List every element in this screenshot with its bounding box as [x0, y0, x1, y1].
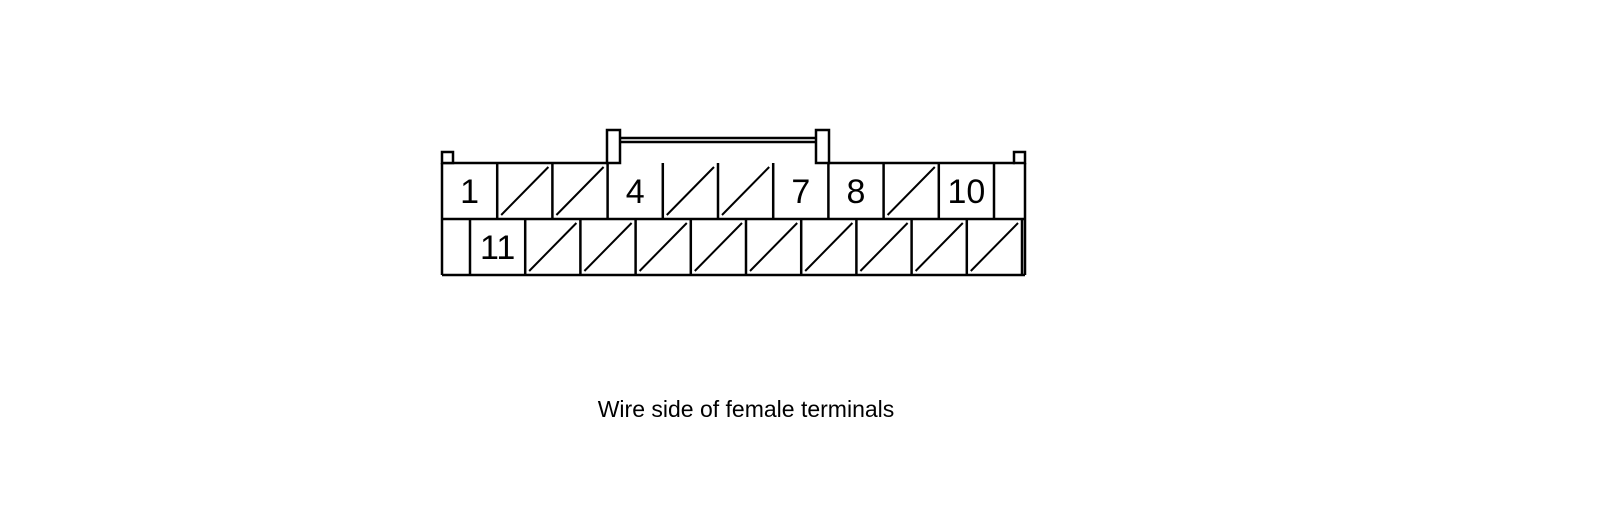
empty-cavity-slash	[666, 166, 715, 216]
left-corner-tab	[440, 150, 455, 165]
empty-cavity-slash	[859, 222, 909, 272]
terminal-number: 8	[847, 173, 866, 211]
empty-cavity-slash	[886, 166, 936, 216]
terminal-number: 1	[460, 173, 479, 211]
empty-cavity-slash	[749, 222, 798, 272]
empty-cavity-slash	[555, 166, 605, 216]
empty-cavity-slash	[583, 222, 633, 272]
empty-cavity-slash	[694, 222, 743, 272]
terminal-number: 7	[791, 173, 810, 211]
connector-housing	[440, 161, 1027, 277]
diagram-caption: Wire side of female terminals	[597, 396, 895, 422]
corner-tabs	[440, 150, 1027, 165]
empty-cavity-slash	[638, 222, 688, 272]
empty-cavity-slash	[970, 222, 1019, 272]
empty-cavity-slash	[804, 222, 854, 272]
locking-tab	[605, 128, 831, 165]
terminal-number: 10	[947, 173, 985, 211]
locking-tab-right-post	[814, 128, 831, 165]
right-corner-tab	[1012, 150, 1027, 165]
empty-cavity-slash	[914, 222, 964, 272]
terminal-number: 11	[480, 229, 515, 267]
terminal-number: 4	[626, 173, 645, 211]
empty-cavity-slash	[500, 166, 550, 216]
empty-cavity-slash	[721, 166, 770, 216]
empty-cavity-slash	[528, 222, 578, 272]
locking-tab-left-post	[605, 128, 622, 165]
